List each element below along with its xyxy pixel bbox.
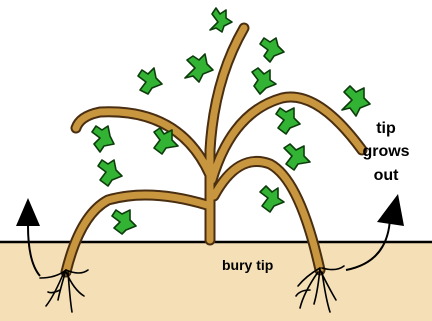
leaf-cluster xyxy=(260,38,284,62)
label-grows: grows xyxy=(362,143,409,160)
leaf-cluster xyxy=(98,160,122,186)
leaf-cluster xyxy=(185,54,213,82)
leaf-cluster xyxy=(260,186,284,212)
label-out: out xyxy=(374,167,400,184)
leaf-cluster xyxy=(252,68,276,94)
leaf-cluster xyxy=(92,126,114,152)
leaf-cluster xyxy=(210,8,232,32)
leaf-cluster xyxy=(112,210,136,234)
leaf-cluster xyxy=(276,108,300,134)
label-tip: tip xyxy=(376,120,396,137)
leaf-cluster xyxy=(138,68,162,94)
label-bury-tip: bury tip xyxy=(222,257,273,273)
leaf-cluster xyxy=(284,144,310,170)
soil-ground xyxy=(0,242,432,321)
leaf-cluster xyxy=(342,86,370,116)
plant-canes xyxy=(66,28,362,272)
